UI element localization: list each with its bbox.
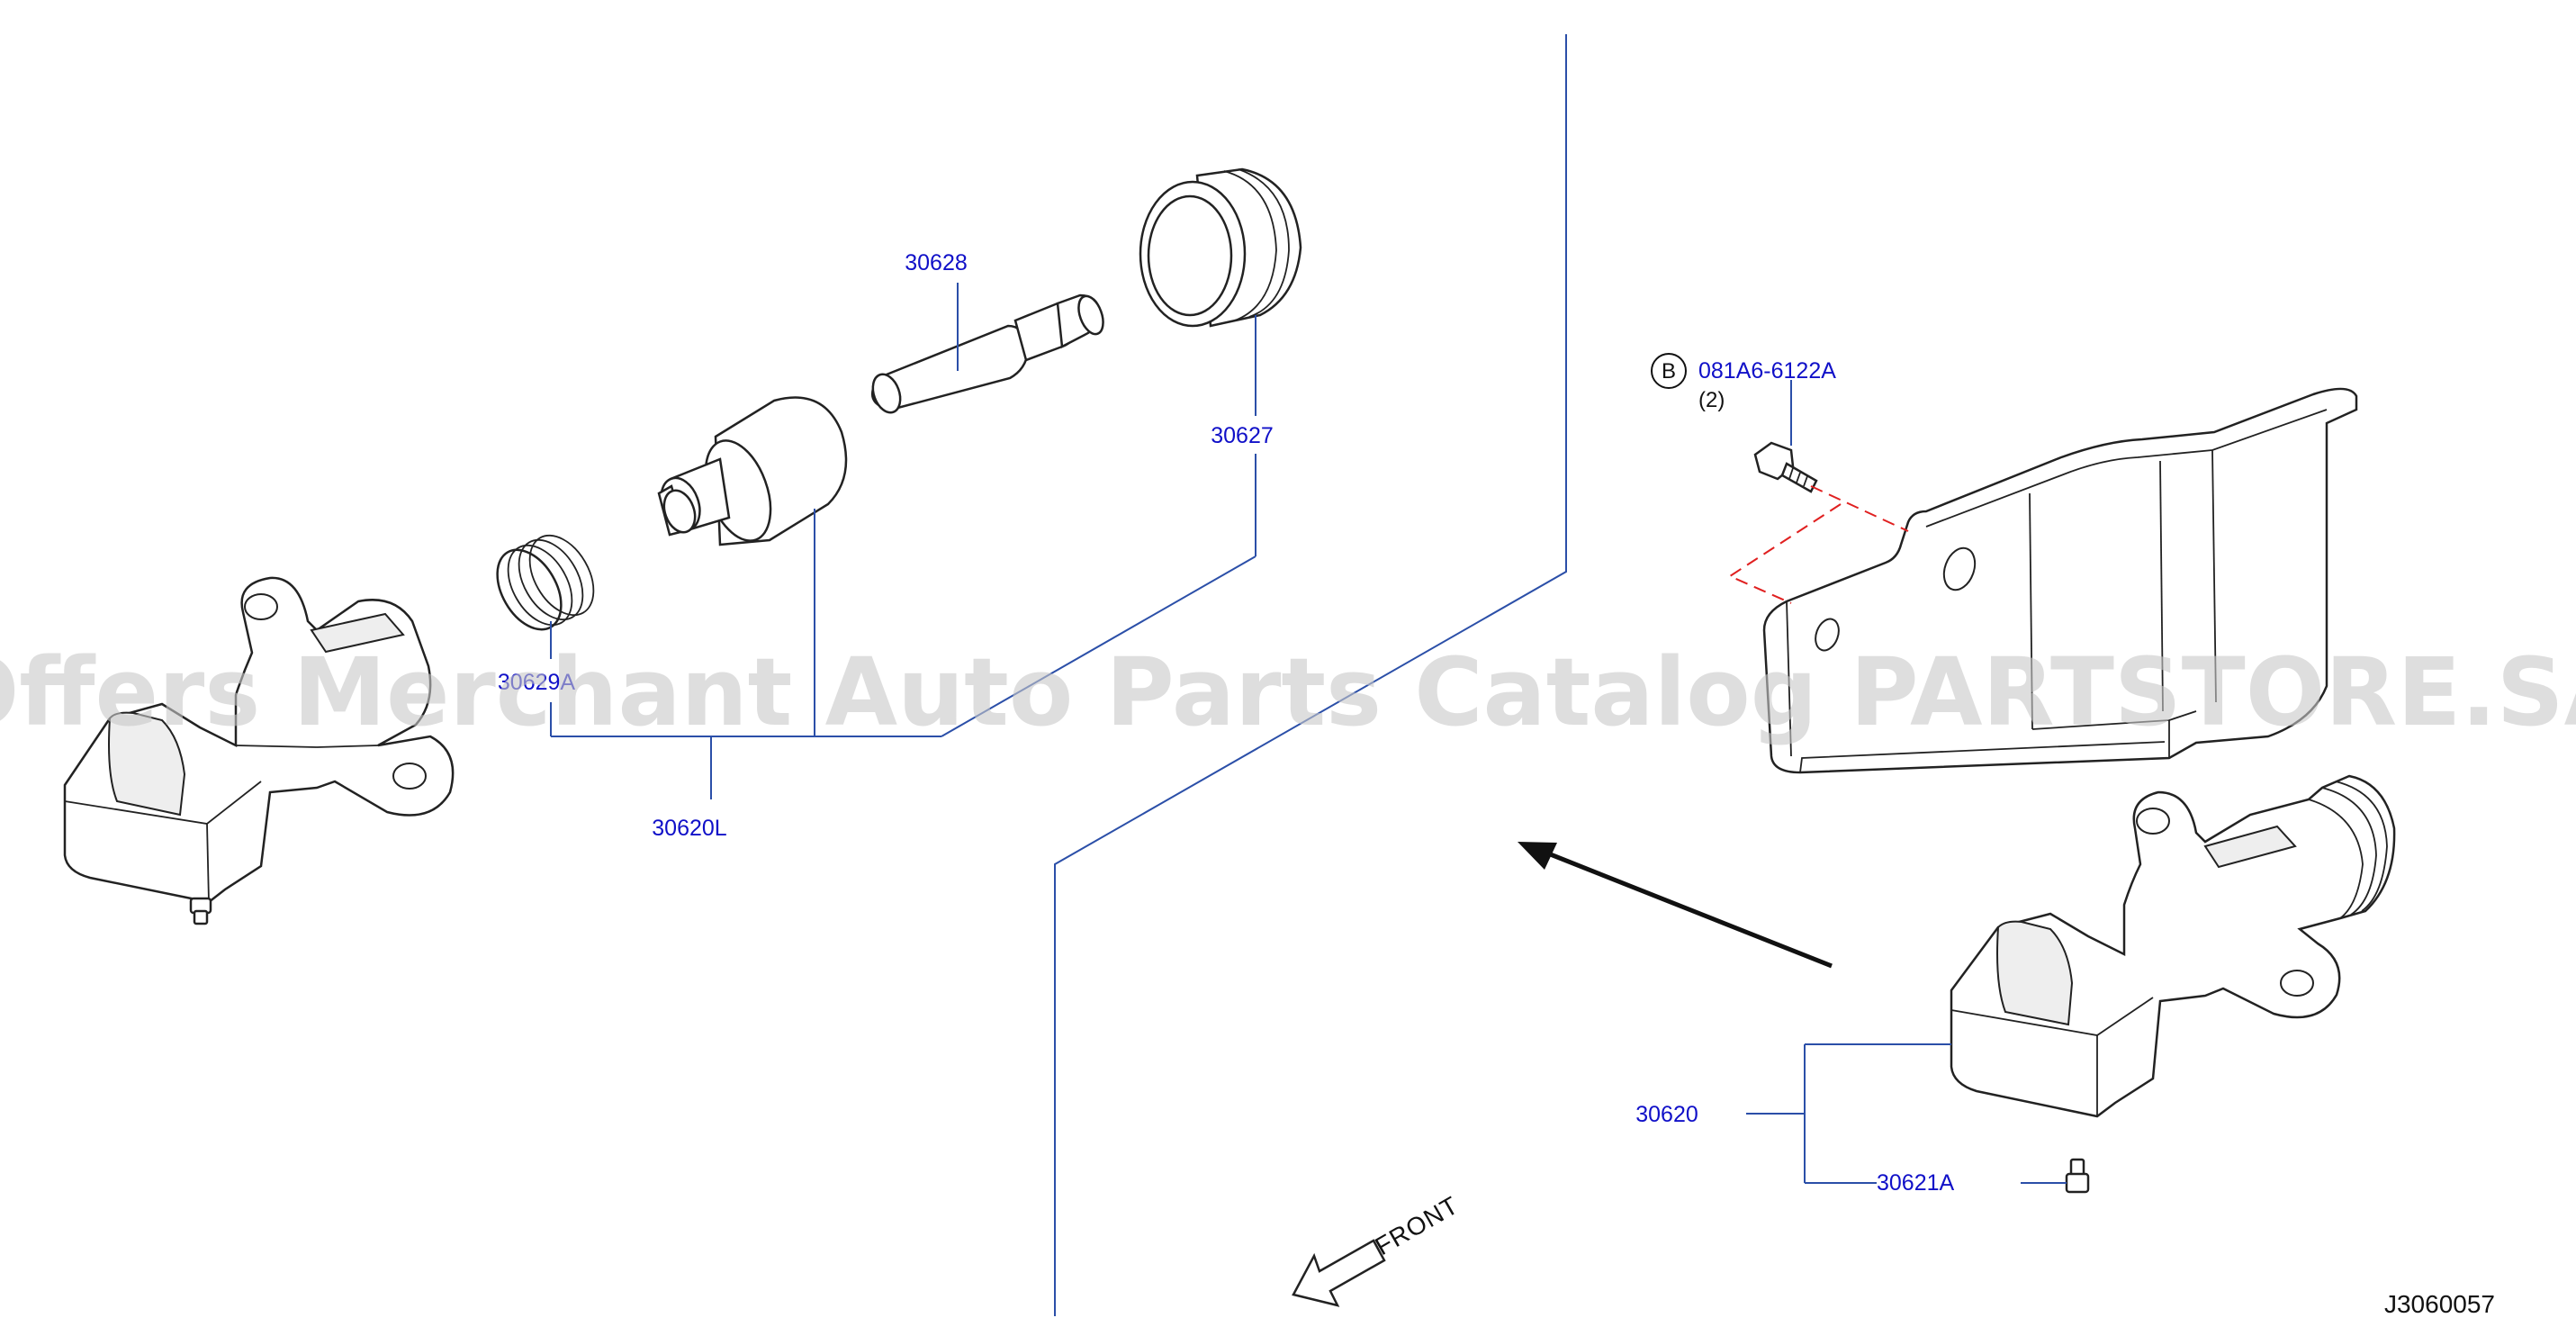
callout-30628: 30628 (905, 250, 968, 275)
piston-part (657, 396, 848, 546)
callout-30620L: 30620L (652, 816, 727, 841)
callout-bolt-qty: (2) (1698, 388, 1725, 412)
left-cylinder-body (63, 576, 455, 925)
bolt-marker-circle (1651, 353, 1687, 389)
callout-30620: 30620 (1635, 1102, 1698, 1127)
callout-30627: 30627 (1211, 423, 1274, 448)
direction-arrow (1518, 842, 1833, 969)
snap-ring-part (496, 534, 595, 631)
section-divider-line (1054, 34, 1567, 1316)
diagram-id: J3060057 (2384, 1290, 2495, 1318)
front-label: FRONT (1371, 1191, 1464, 1261)
seal-cap-part (1139, 167, 1302, 328)
callout-30621A: 30621A (1877, 1170, 1955, 1196)
bracket-bolt-part (1753, 441, 1818, 493)
bolt-guide-dashed (1727, 485, 1909, 604)
front-indicator (1292, 1239, 1386, 1307)
right-leader-lines (1746, 380, 2067, 1184)
right-cylinder-assembly (1950, 774, 2396, 1194)
callout-30629A: 30629A (498, 670, 576, 695)
push-rod-part (870, 293, 1104, 414)
watermark-text: Offers Merchant Auto Parts Catalog PARTS… (0, 637, 2576, 747)
left-leader-lines (550, 283, 1256, 799)
bolt-marker-letter: B (1662, 359, 1676, 384)
mounting-bracket-part (1762, 387, 2358, 774)
callout-081A6-6122A: 081A6-6122A (1698, 358, 1836, 384)
